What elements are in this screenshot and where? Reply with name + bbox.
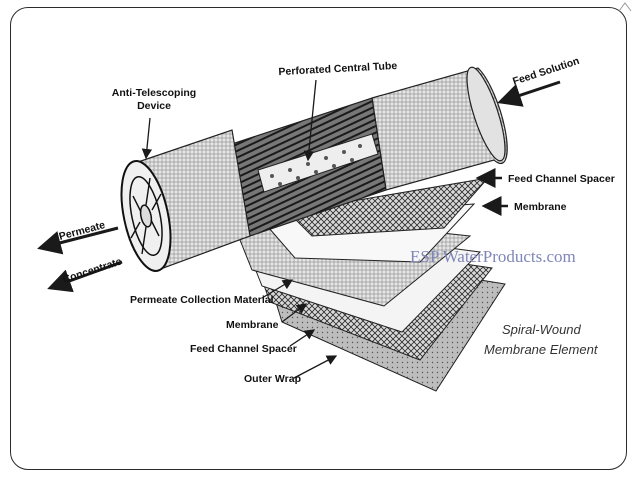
permeate-arrow (37, 226, 119, 255)
corner-mark-icon (618, 2, 632, 12)
feed-solution-arrow (497, 80, 561, 107)
membrane-left-leader (281, 303, 308, 323)
caption-line-1: Spiral-Wound (502, 322, 582, 337)
membrane-tube (120, 66, 508, 272)
feed-spacer-left-leader (289, 329, 316, 347)
label-perforated-central-tube: Perforated Central Tube (278, 60, 397, 78)
label-membrane-right: Membrane (514, 201, 567, 213)
anti-telescoping-leader (141, 117, 153, 160)
caption-line-2: Membrane Element (484, 342, 599, 357)
watermark: ESP WaterProducts.com (410, 247, 576, 266)
label-permeate: Permeate (58, 219, 107, 243)
label-permeate-collection-material: Permeate Collection Material (130, 294, 274, 306)
outer-wrap-leader (293, 355, 338, 379)
label-concentrate: Concentrate (61, 255, 123, 285)
label-device: Device (137, 100, 171, 112)
permeate-collection-leader (261, 279, 294, 299)
feed-channel-spacer-layer-right (286, 177, 490, 237)
concentrate-arrow (47, 260, 123, 293)
label-membrane-left: Membrane (226, 319, 279, 331)
label-feed-solution: Feed Solution (511, 55, 581, 88)
label-feed-channel-spacer-right: Feed Channel Spacer (508, 173, 615, 185)
label-outer-wrap: Outer Wrap (244, 373, 301, 385)
label-feed-channel-spacer-left: Feed Channel Spacer (190, 343, 297, 355)
perforated-tube-leader (303, 79, 317, 162)
label-anti-telescoping: Anti-Telescoping (112, 87, 196, 99)
